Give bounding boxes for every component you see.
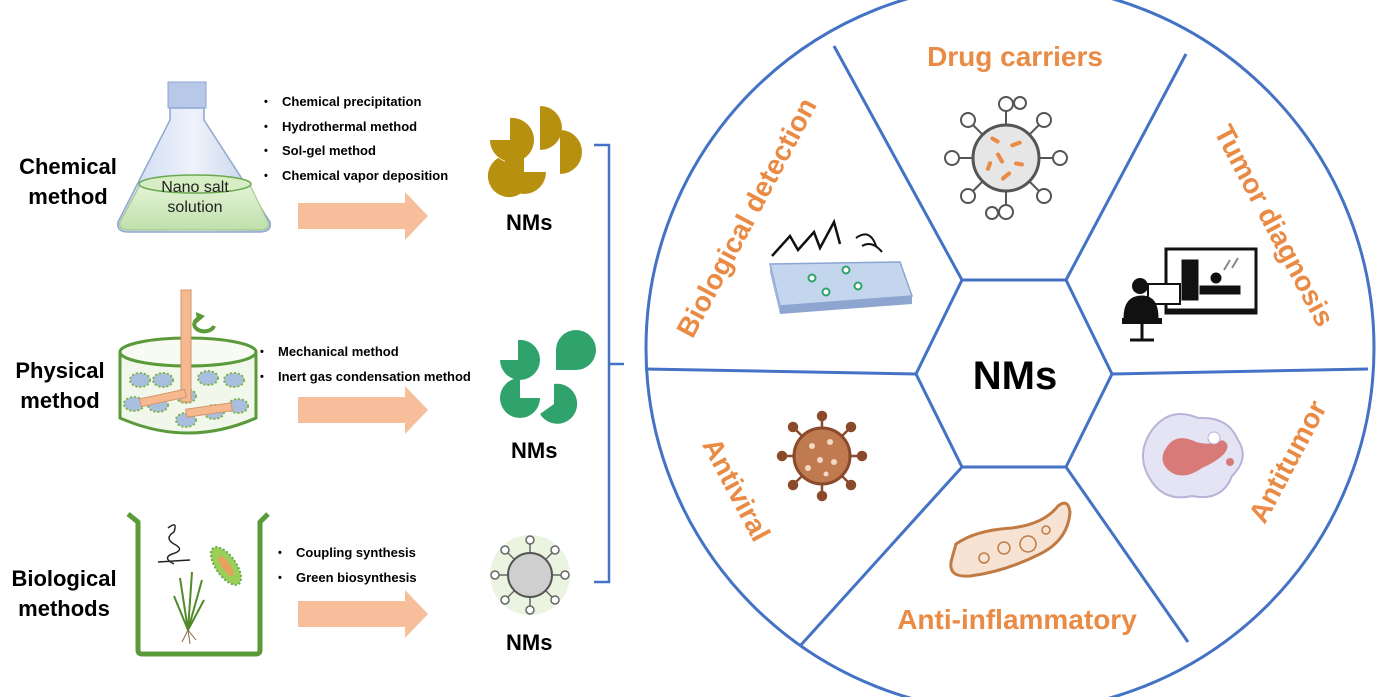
gold-nms-icon xyxy=(487,106,582,198)
chemical-label-line2: method xyxy=(28,184,108,209)
flask-text: Nano salt solution xyxy=(140,178,250,218)
list-item: Chemical precipitation xyxy=(262,90,448,115)
list-item: Inert gas condensation method xyxy=(258,365,471,390)
list-item: Green biosynthesis xyxy=(276,566,417,591)
segment-drug-carriers: Drug carriers xyxy=(927,41,1103,72)
physical-method-label: Physical method xyxy=(0,356,120,416)
segment-tumor-diagnosis: Tumor diagnosis xyxy=(1208,120,1340,332)
flask-text-line1: Nano salt xyxy=(161,179,229,196)
list-item: Hydrothermal method xyxy=(262,115,448,140)
flask-icon xyxy=(116,81,272,233)
wheel-circle xyxy=(644,0,1376,697)
flask-text-line2: solution xyxy=(167,199,223,216)
list-item: Chemical vapor deposition xyxy=(262,164,448,189)
biological-label-line1: Biological xyxy=(11,566,117,591)
arrow-physical xyxy=(298,386,428,434)
segment-antitumor: Antitumor xyxy=(1243,395,1333,528)
segment-anti-inflammatory: Anti-inflammatory xyxy=(897,604,1137,635)
wheel-center-label: NMs xyxy=(973,354,1057,398)
physical-label-line1: Physical xyxy=(15,358,105,383)
biological-method-label: Biological methods xyxy=(2,564,126,624)
biological-bullets: Coupling synthesis Green biosynthesis xyxy=(276,541,417,590)
mill-vessel-icon xyxy=(118,289,258,435)
imaging-scanner-icon xyxy=(1122,247,1258,342)
synthesis-arrows xyxy=(298,192,428,638)
physical-bullets: Mechanical method Inert gas condensation… xyxy=(258,340,471,389)
methods-illustration xyxy=(116,81,624,657)
green-nms-icon xyxy=(500,330,596,424)
beaker-icon xyxy=(126,512,270,657)
arrow-chemical xyxy=(298,192,428,240)
drug-carrier-icon xyxy=(944,96,1068,220)
chemical-label-line1: Chemical xyxy=(19,154,117,179)
list-item: Sol-gel method xyxy=(262,139,448,164)
biological-label-line2: methods xyxy=(18,596,110,621)
chemical-method-label: Chemical method xyxy=(8,152,128,212)
nms-label-chemical: NMs xyxy=(506,210,553,235)
segment-antiviral: Antiviral xyxy=(696,433,776,546)
physical-label-line2: method xyxy=(20,388,100,413)
tumor-cell-icon xyxy=(1142,413,1244,499)
nms-label-physical: NMs xyxy=(511,438,558,463)
list-item: Mechanical method xyxy=(258,340,471,365)
chemical-bullets: Chemical precipitation Hydrothermal meth… xyxy=(262,90,448,188)
bracket xyxy=(594,143,624,584)
virus-icon xyxy=(776,410,868,502)
bacterium-icon xyxy=(949,501,1072,578)
gray-nms-icon xyxy=(490,535,570,615)
biosensor-icon xyxy=(769,218,914,314)
list-item: Coupling synthesis xyxy=(276,541,417,566)
arrow-biological xyxy=(298,590,428,638)
nms-label-biological: NMs xyxy=(506,630,553,655)
